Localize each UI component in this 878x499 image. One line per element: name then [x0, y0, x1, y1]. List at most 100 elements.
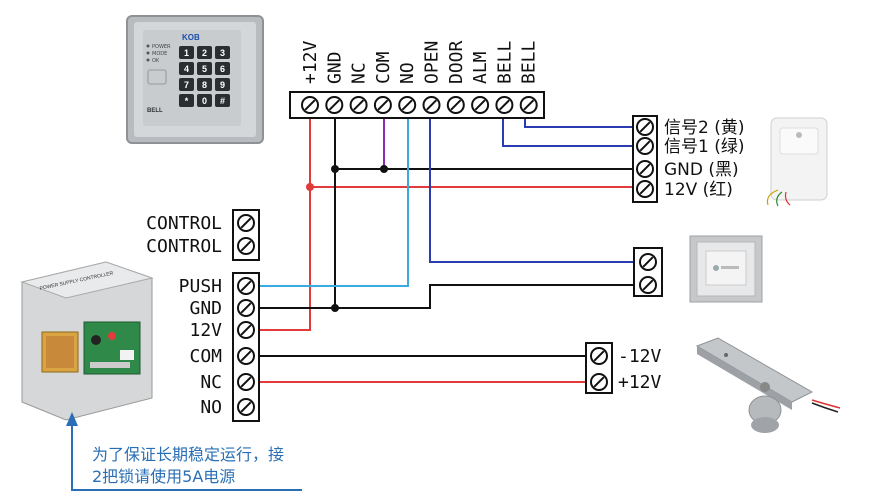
top-screw-icon	[519, 96, 538, 114]
main-screw-icon	[237, 373, 255, 391]
led-ok-label: OK	[152, 58, 160, 64]
lock-labels: -12V +12V	[618, 346, 662, 393]
wires	[245, 116, 648, 383]
top-screws	[301, 96, 538, 114]
top-terminal-label-gnd: GND	[324, 51, 345, 84]
keypad-bell-label: BELL	[147, 108, 163, 114]
key-hash[interactable]: #	[220, 96, 225, 106]
key-0[interactable]: 0	[202, 96, 207, 106]
lock-screw-icon	[590, 373, 608, 391]
top-terminal-label-alm: ALM	[470, 51, 491, 84]
main-terminal-label-com: COM	[189, 346, 222, 367]
exit-screw-icon	[639, 253, 657, 271]
key-4[interactable]: 4	[184, 64, 189, 74]
top-terminal-label-bell: BELL	[519, 40, 540, 84]
main-screw-icon	[237, 299, 255, 317]
doorbell-terminal-label: 信号2 (黄)	[664, 118, 744, 138]
wire-open-blue	[429, 116, 648, 263]
control-terminal-label: CONTROL	[146, 236, 222, 257]
key-9[interactable]: 9	[220, 80, 225, 90]
doorbell-screw-icon	[636, 118, 654, 136]
main-terminal-label-push: PUSH	[179, 276, 222, 297]
top-terminal-label-bell: BELL	[494, 40, 515, 84]
top-screw-icon	[495, 96, 514, 114]
doorbell-terminal-block: 信号2 (黄)信号1 (绿) GND (黑)12V (红)	[632, 115, 744, 203]
control-screws	[237, 214, 255, 255]
exit-button-terminal-block	[633, 247, 663, 297]
wire-bell1-green	[502, 116, 645, 147]
key-6[interactable]: 6	[220, 64, 225, 74]
key-7[interactable]: 7	[184, 80, 189, 90]
keypad-leds: POWER MODE OK	[146, 44, 171, 64]
main-terminal-label-12v: 12V	[189, 320, 222, 341]
top-screw-icon	[471, 96, 490, 114]
lock-terminal-label: +12V	[618, 372, 662, 393]
note-arrow-head	[66, 412, 78, 426]
top-terminal-label-nc: NC	[349, 62, 370, 84]
key-5[interactable]: 5	[202, 64, 207, 74]
doorbell-labels: 信号2 (黄)信号1 (绿) GND (黑)12V (红)	[664, 118, 744, 200]
top-screw-icon	[422, 96, 441, 114]
top-screw-icon	[373, 96, 392, 114]
lock-screws	[590, 347, 608, 391]
main-screw-icon	[237, 321, 255, 339]
led-power-label: POWER	[152, 44, 171, 50]
main-screws	[237, 277, 255, 416]
main-terminal-label-no: NO	[200, 397, 222, 418]
top-screw-icon	[325, 96, 344, 114]
control-screw-icon	[237, 214, 255, 232]
electric-lock-device	[695, 337, 841, 433]
doorbell-terminal-label: GND (黑)	[664, 160, 739, 180]
control-screw-icon	[237, 237, 255, 255]
keypad-device: KOB POWER MODE OK BELL 1 2	[126, 15, 264, 144]
exit-screw-icon	[639, 276, 657, 294]
top-terminal-label-door: DOOR	[446, 40, 467, 84]
note-line-1: 为了保证长期稳定运行，接	[92, 445, 284, 464]
doorbell-screws	[636, 118, 654, 198]
exit-screws	[639, 253, 657, 294]
lock-terminal-label: -12V	[618, 346, 662, 367]
main-screw-icon	[237, 398, 255, 416]
main-terminal-label-gnd: GND	[189, 298, 222, 319]
main-screw-icon	[237, 347, 255, 365]
doorbell-screw-icon	[636, 160, 654, 178]
key-star[interactable]: *	[185, 96, 189, 106]
control-terminal-label: CONTROL	[146, 213, 222, 234]
doorbell-device	[766, 117, 828, 207]
main-terminal-label-nc: NC	[200, 372, 222, 393]
keypad-button-grid: 1 2 3 4 5 6 7 8 9 * 0 #	[179, 46, 230, 107]
doorbell-screw-icon	[636, 180, 654, 198]
wire-bell2-yellow	[524, 116, 645, 128]
top-terminal-label-no: NO	[397, 62, 418, 84]
doorbell-terminal-label: 信号1 (绿)	[664, 137, 744, 157]
note-callout: 为了保证长期稳定运行，接 2把锁请使用5A电源	[66, 412, 302, 491]
lock-terminal-block: -12V +12V	[585, 342, 662, 394]
doorbell-terminal-label: 12V (红)	[664, 180, 733, 200]
wire-no-lightblue	[245, 116, 409, 287]
note-arrow-line	[71, 422, 302, 491]
lock-screw-icon	[590, 347, 608, 365]
top-screw-icon	[301, 96, 319, 114]
key-2[interactable]: 2	[202, 48, 207, 58]
note-line-2: 2把锁请使用5A电源	[92, 467, 235, 486]
card-reader-icon	[147, 69, 167, 85]
keypad-brand: KOB	[182, 33, 200, 42]
key-3[interactable]: 3	[220, 48, 225, 58]
top-terminal-label-com: COM	[373, 51, 394, 84]
top-terminal-label-open: OPEN	[422, 41, 443, 84]
wire-exit-black	[335, 284, 648, 309]
doorbell-screw-icon	[636, 137, 654, 155]
top-screw-icon	[446, 96, 465, 114]
top-screw-icon	[349, 96, 368, 114]
key-1[interactable]: 1	[184, 48, 189, 58]
key-8[interactable]: 8	[202, 80, 207, 90]
top-screw-icon	[398, 96, 417, 114]
top-terminal-label-12v: +12V	[300, 40, 321, 84]
led-mode-label: MODE	[152, 51, 167, 57]
